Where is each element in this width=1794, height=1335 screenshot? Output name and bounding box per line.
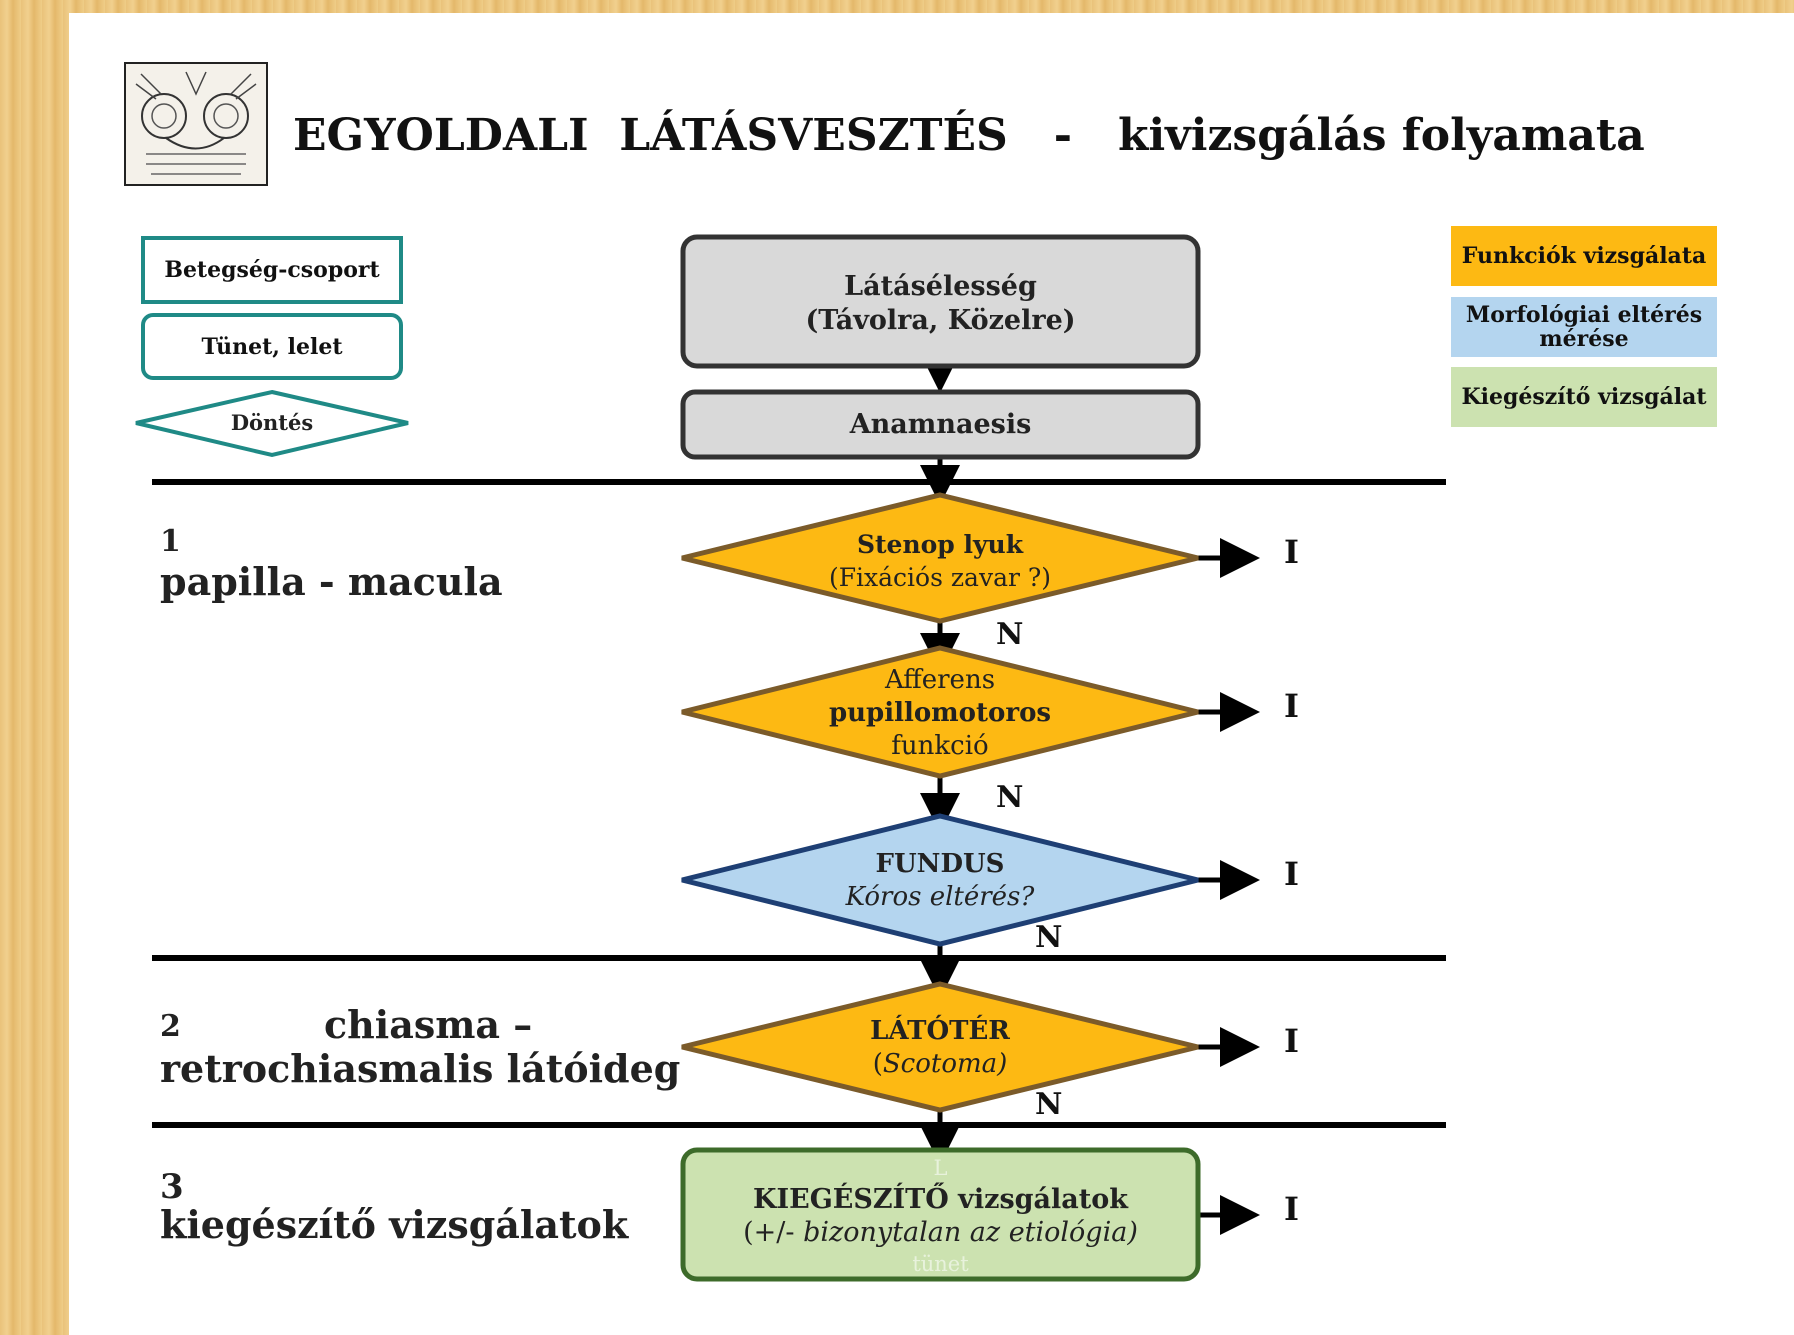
legend-morphology-line2: mérése: [1539, 326, 1629, 352]
field-text: LÁTÓTÉR (Scotoma): [760, 1015, 1120, 1081]
legend-functions-label: Funkciók vizsgálata: [1461, 243, 1707, 269]
acuity-box: [680, 234, 1201, 369]
stenop-line1: Stenop lyuk: [856, 530, 1024, 559]
legend-symptom: Tünet, lelet: [141, 313, 403, 380]
fundus-line1: FUNDUS: [875, 849, 1005, 879]
anamnesis-label: Anamnaesis: [849, 409, 1032, 440]
kieg-faint-top: L: [933, 1156, 948, 1180]
section-2-name-b: retrochiasmalis látóideg: [160, 1046, 681, 1091]
no-label-fundus: N: [1035, 920, 1063, 955]
afferens-text: Afferens pupillomotoros funkció: [760, 664, 1120, 763]
legend-decision-label: Döntés: [230, 410, 314, 435]
legend-disease-group-label: Betegség-csoport: [164, 257, 380, 283]
afferens-line2: pupillomotoros: [828, 698, 1052, 728]
kieg-line1: KIEGÉSZÍTŐ vizsgálatok: [753, 1184, 1128, 1215]
legend-disease-group: Betegség-csoport: [141, 236, 403, 304]
section-1-number: 1: [160, 524, 181, 559]
fundus-text: FUNDUS Kóros eltérés?: [760, 848, 1120, 914]
legend-supplementary: Kiegészítő vizsgálat: [1451, 367, 1717, 427]
legend-functions: Funkciók vizsgálata: [1451, 226, 1717, 286]
logo-illustration: [124, 62, 268, 186]
no-label-field: N: [1035, 1087, 1063, 1122]
afferens-line1: Afferens: [884, 665, 996, 695]
section-3-number: 3: [160, 1167, 184, 1207]
field-line2-scotoma: Scotoma): [882, 1049, 1008, 1079]
section-2-name-a: chiasma –: [324, 1002, 533, 1047]
fundus-diamond: [681, 813, 1199, 947]
field-line1: LÁTÓTÉR: [870, 1016, 1010, 1046]
section-3-name: kiegészítő vizsgálatok: [160, 1202, 629, 1247]
afferens-line3: funkció: [891, 731, 989, 761]
yes-label-afferens: I: [1284, 687, 1299, 725]
yes-label-field: I: [1284, 1022, 1299, 1060]
legend-morphology: Morfológiai eltérés mérése: [1451, 297, 1717, 357]
field-line2-paren: (: [872, 1049, 883, 1079]
afferens-diamond: [681, 645, 1199, 779]
kieg-text: KIEGÉSZÍTŐ vizsgálatok (+/- bizonytalan …: [683, 1183, 1198, 1249]
kieg-line2-italic: bizonytalan az etiológia): [803, 1217, 1138, 1248]
fundus-line2: Kóros eltérés?: [845, 882, 1035, 912]
kieg-faint-bottom: tünet: [912, 1252, 969, 1276]
field-diamond: [681, 981, 1199, 1113]
kieg-line2: (+/- bizonytalan az etiológia): [683, 1216, 1198, 1249]
legend-supplementary-label: Kiegészítő vizsgálat: [1461, 384, 1707, 410]
legend-decision-diamond: [135, 389, 409, 458]
yes-label-kieg: I: [1284, 1190, 1299, 1228]
kieg-box: [680, 1147, 1201, 1282]
section-2-number: 2: [160, 1009, 181, 1044]
kieg-line2-prefix: (+/-: [743, 1217, 804, 1248]
no-label-afferens: N: [996, 780, 1024, 815]
page-title: EGYOLDALI LÁTÁSVESZTÉS - kivizsgálás fol…: [293, 110, 1645, 161]
no-label-stenop: N: [996, 617, 1024, 652]
acuity-line2: (Távolra, Közelre): [805, 305, 1076, 336]
legend-morphology-label: Morfológiai eltérés mérése: [1466, 303, 1702, 351]
stenop-text: Stenop lyuk (Fixációs zavar ?): [760, 528, 1120, 594]
acuity-text: Látásélesség (Távolra, Közelre): [683, 270, 1198, 338]
legend-morphology-line1: Morfológiai eltérés: [1465, 302, 1703, 328]
legend-symptom-label: Tünet, lelet: [201, 333, 343, 360]
stenop-line2: (Fixációs zavar ?): [828, 563, 1052, 592]
section-1-name: papilla - macula: [160, 559, 503, 604]
field-line2: (Scotoma): [760, 1048, 1120, 1081]
acuity-line1: Látásélesség: [844, 271, 1037, 302]
yes-label-fundus: I: [1284, 855, 1299, 893]
stenop-diamond: [681, 492, 1199, 624]
anamnesis-box: [680, 389, 1201, 460]
yes-label-stenop: I: [1284, 533, 1299, 571]
